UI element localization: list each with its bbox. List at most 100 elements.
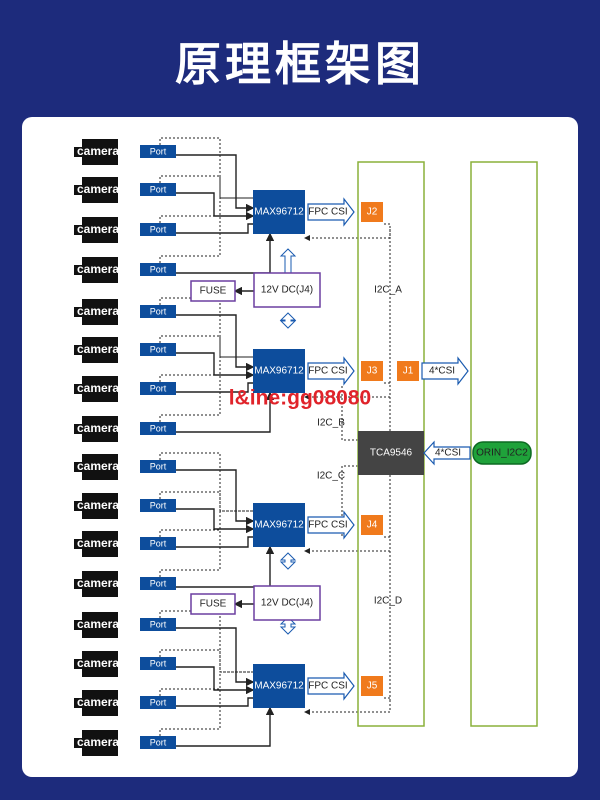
data-line: [176, 223, 253, 234]
data-line: [176, 232, 275, 274]
orin-i2c2-label: ORIN_I2C2: [476, 448, 528, 459]
port-box: [140, 305, 176, 318]
port-label: Port: [150, 146, 167, 156]
dc-label: 12V DC(J4): [261, 598, 313, 609]
port-box: [140, 618, 176, 631]
watermark: l&ine:gg08080: [229, 387, 371, 410]
port-box: [140, 537, 176, 550]
connector-2: [361, 202, 383, 222]
data-line: [176, 697, 253, 707]
port-box: [140, 577, 176, 590]
port-label: Port: [150, 578, 167, 588]
max96712-label: MAX96712: [254, 366, 304, 377]
fpc-label: FPC CSI: [308, 366, 347, 377]
camera-icon: camera: [74, 337, 119, 363]
fpc-label: FPC CSI: [308, 207, 347, 218]
connector-label: J5: [367, 681, 378, 692]
i2c-return-line: [304, 223, 391, 241]
control-line: [159, 356, 253, 422]
i2c-d-label: I2C_D: [374, 596, 402, 607]
data-line: [176, 627, 255, 687]
port-label: Port: [150, 224, 167, 234]
tca9546-block: [358, 431, 424, 475]
camera-icon: camera: [74, 690, 119, 716]
max96712-block: [253, 503, 305, 547]
data-line: [176, 314, 255, 372]
camera-label: camera: [77, 381, 119, 395]
port-label: Port: [150, 383, 167, 393]
camera-icon: camera: [74, 571, 119, 597]
data-line: [176, 154, 255, 213]
camera-label: camera: [77, 421, 119, 435]
control-line: [159, 510, 253, 537]
camera-icon: camera: [74, 651, 119, 677]
control-line: [159, 649, 253, 673]
i2c-c-label: I2C_C: [317, 471, 345, 482]
camera-label: camera: [77, 498, 119, 512]
fuse-label: FUSE: [200, 286, 227, 297]
port-box: [140, 145, 176, 158]
camera-label: camera: [77, 459, 119, 473]
camera-icon: camera: [74, 416, 119, 442]
max96712-block: [253, 664, 305, 708]
port-label: Port: [150, 264, 167, 274]
data-line: [176, 666, 255, 695]
port-label: Port: [150, 344, 167, 354]
port-box: [140, 460, 176, 473]
port-box: [140, 183, 176, 196]
camera-icon: camera: [74, 531, 119, 557]
port-label: Port: [150, 461, 167, 471]
i2c-line: [341, 465, 358, 538]
camera-icon: camera: [74, 454, 119, 480]
i2c-a-label: I2C_A: [374, 285, 402, 296]
fuse-box: [190, 593, 236, 615]
camera-icon: camera: [74, 612, 119, 638]
camera-label: camera: [77, 695, 119, 709]
port-label: Port: [150, 306, 167, 316]
camera-icon: camera: [74, 217, 119, 243]
tca9546-label: TCA9546: [370, 448, 413, 459]
port-label: Port: [150, 500, 167, 510]
camera-label: camera: [77, 735, 119, 749]
power-arrow: [279, 616, 297, 635]
camera-icon: camera: [74, 139, 119, 165]
port-label: Port: [150, 658, 167, 668]
dc-box: [253, 585, 321, 621]
port-label: Port: [150, 619, 167, 629]
port-label: Port: [150, 538, 167, 548]
port-box: [140, 736, 176, 749]
connector-1: [397, 361, 419, 381]
camera-icon: camera: [74, 257, 119, 283]
camera-label: camera: [77, 342, 119, 356]
port-box: [140, 343, 176, 356]
port-label: Port: [150, 737, 167, 747]
data-line: [176, 545, 275, 588]
camera-icon: camera: [74, 299, 119, 325]
camera-label: camera: [77, 222, 119, 236]
control-line: [159, 671, 253, 696]
power-arrow: [279, 552, 297, 570]
data-line: [176, 536, 253, 548]
camera-label: camera: [77, 182, 119, 196]
i2c-line: [341, 384, 358, 441]
fpc-arrow: [307, 197, 355, 227]
csi-label: 4*CSI: [435, 448, 461, 459]
camera-label: camera: [77, 576, 119, 590]
port-box: [140, 422, 176, 435]
fpc-label: FPC CSI: [308, 520, 347, 531]
port-box: [140, 223, 176, 236]
dc-label: 12V DC(J4): [261, 285, 313, 296]
power-arrow: [279, 312, 297, 329]
i2c-return-line: [304, 536, 391, 554]
page-title: 原理框架图: [175, 37, 425, 91]
max96712-label: MAX96712: [254, 681, 304, 692]
fuse-box: [190, 280, 236, 302]
connector-5: [361, 676, 383, 696]
data-line: [176, 469, 255, 526]
port-box: [140, 263, 176, 276]
connector-3: [361, 361, 383, 381]
camera-label: camera: [77, 536, 119, 550]
port-label: Port: [150, 697, 167, 707]
camera-icon: camera: [74, 493, 119, 519]
